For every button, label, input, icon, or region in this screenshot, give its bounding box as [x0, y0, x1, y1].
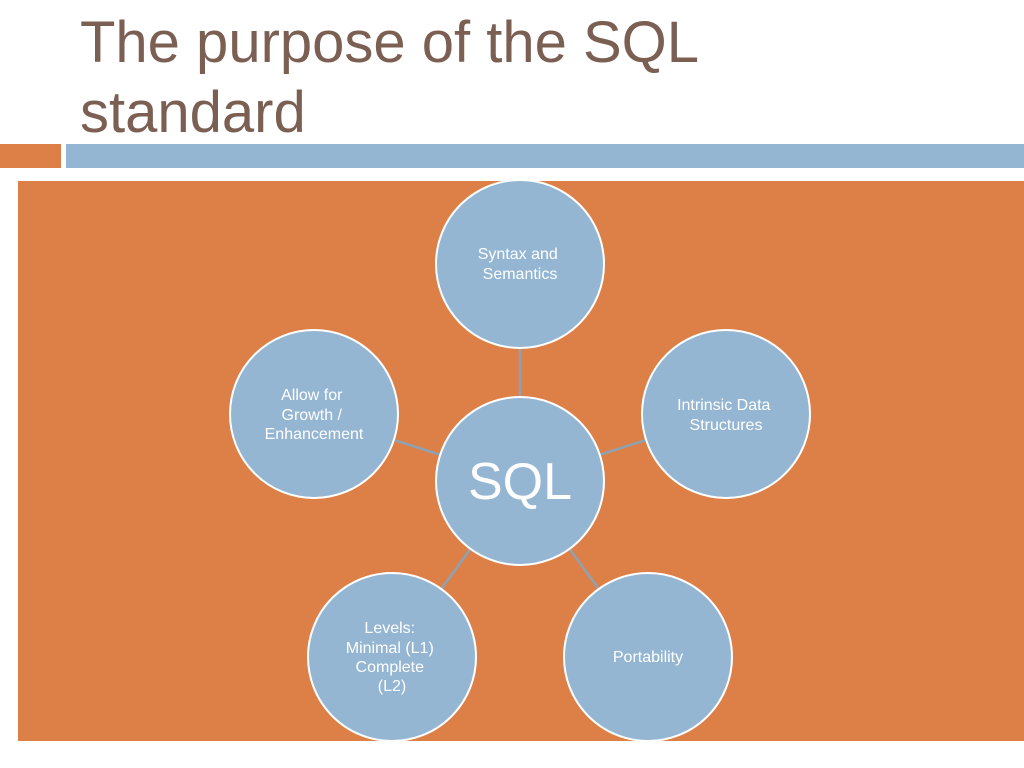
node-levels-line-3: Complete [356, 659, 425, 676]
node-intrinsic-circle [641, 329, 811, 499]
node-growth-label: Allow for Growth / Enhancement [265, 387, 364, 443]
node-growth-line-3: Enhancement [265, 426, 364, 443]
node-levels-label: Levels: Minimal (L1) Complete (L2) [346, 620, 438, 695]
title-line-2: standard [80, 80, 306, 145]
node-levels: Levels: Minimal (L1) Complete (L2) [307, 572, 477, 742]
hub-circle [435, 396, 605, 566]
node-levels-circle [307, 572, 477, 742]
connector-levels [440, 547, 473, 589]
node-intrinsic-line-2: Structures [690, 417, 763, 434]
node-syntax-line-1: Syntax and [478, 246, 558, 263]
node-intrinsic-line-1: Intrinsic Data [677, 397, 770, 414]
node-portability-circle [563, 572, 733, 742]
node-levels-line-2: Minimal (L1) [346, 640, 434, 657]
title-accent-orange-bar [0, 144, 61, 168]
node-growth-circle [229, 329, 399, 499]
node-levels-line-1: Levels: [364, 620, 415, 637]
connector-growth [393, 438, 442, 457]
hub-label: SQL [468, 453, 572, 511]
node-intrinsic-label: Intrinsic Data Structures [677, 397, 775, 434]
node-syntax-line-2: Semantics [483, 266, 558, 283]
node-allow-for-growth: Allow for Growth / Enhancement [229, 329, 399, 499]
title-line-1: The purpose of the SQL [80, 10, 700, 75]
node-syntax-label: Syntax and Semantics [478, 246, 563, 283]
node-syntax-and-semantics: Syntax and Semantics [435, 179, 605, 349]
title-accent-blue-bar [66, 144, 1024, 168]
node-portability: Portability [563, 572, 733, 742]
node-portability-line-1: Portability [613, 649, 683, 666]
hub-node: SQL [435, 396, 605, 566]
node-growth-line-1: Allow for [281, 387, 343, 404]
node-portability-label: Portability [613, 649, 683, 666]
connector-portability [567, 547, 600, 589]
connector-intrinsic [598, 438, 647, 457]
slide-title: The purpose of the SQL standard [80, 8, 980, 148]
node-levels-line-4: (L2) [378, 678, 406, 695]
node-growth-line-2: Growth / [282, 407, 343, 424]
node-intrinsic-data-structures: Intrinsic Data Structures [641, 329, 811, 499]
node-syntax-circle [435, 179, 605, 349]
